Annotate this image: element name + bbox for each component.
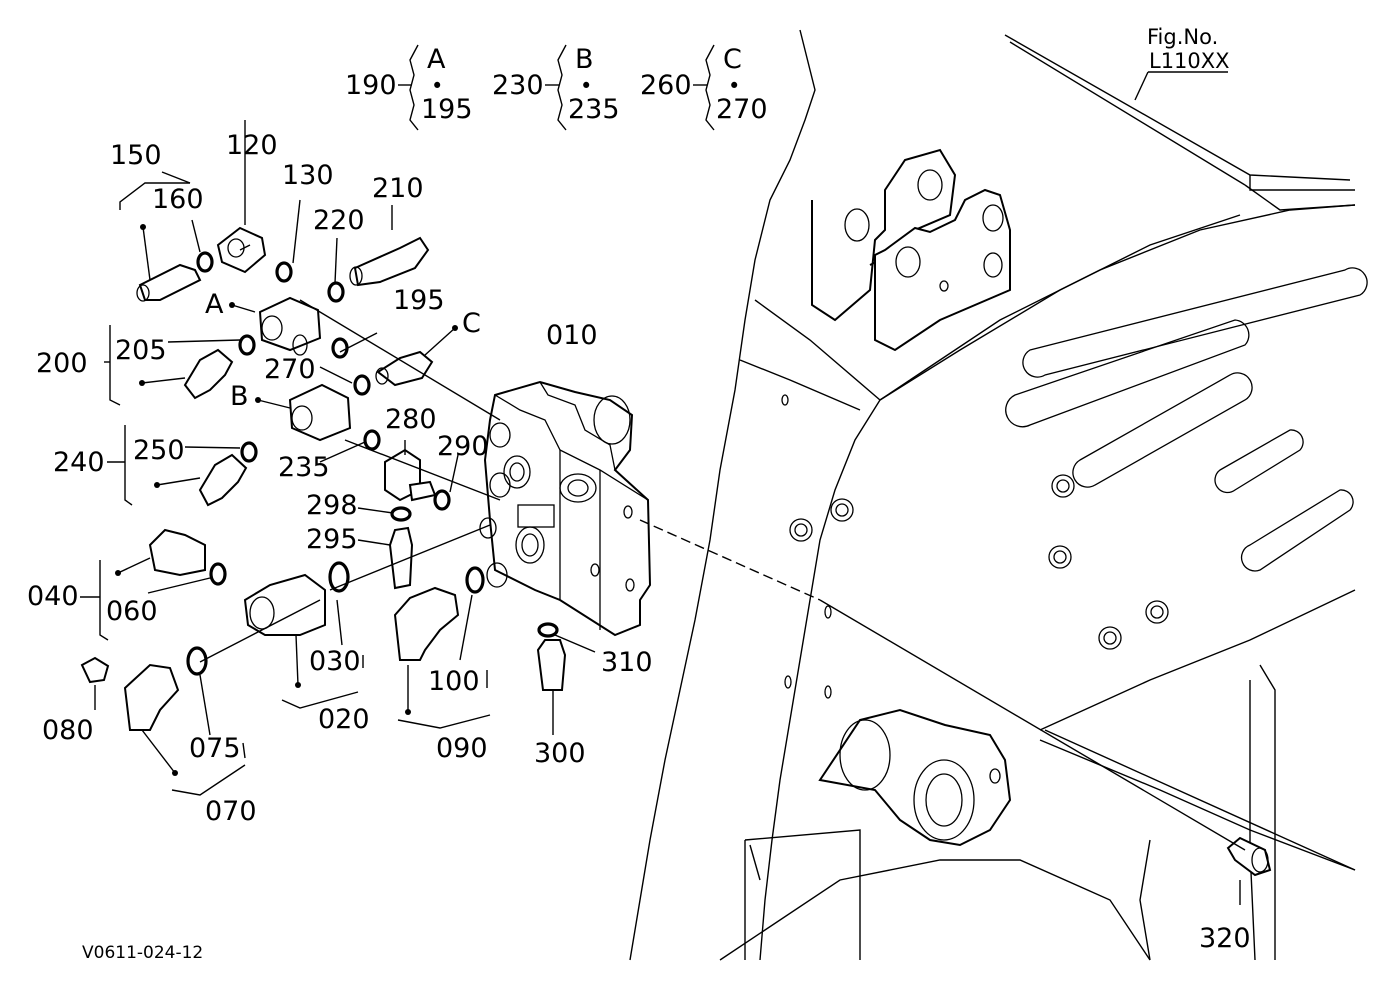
kit-group-sub: 270 <box>716 94 768 125</box>
o-ring-270 <box>353 374 371 396</box>
elbow-240 <box>198 453 248 507</box>
adapter-a <box>258 296 322 356</box>
callout-298: 298 <box>306 490 358 521</box>
kit-group-letter: B <box>575 44 594 75</box>
fig-no-value: L110XX <box>1149 49 1230 73</box>
control-valve-010 <box>479 380 652 637</box>
port-letter-c: C <box>462 308 481 339</box>
kit-group-sub: 235 <box>568 94 620 125</box>
o-ring-290 <box>433 489 451 511</box>
callout-150: 150 <box>110 140 162 171</box>
fitting-300 <box>536 639 567 691</box>
callout-270: 270 <box>264 354 316 385</box>
callout-160: 160 <box>152 184 204 215</box>
kit-group-number: 230 <box>492 70 544 101</box>
callout-040: 040 <box>27 581 79 612</box>
o-ring-250 <box>240 441 258 463</box>
o-ring-310 <box>537 622 559 638</box>
fitting-295 <box>388 526 414 590</box>
adapter-280 <box>384 448 437 502</box>
kit-group-number: 190 <box>345 70 397 101</box>
o-ring-235 <box>363 429 381 451</box>
o-ring-030 <box>328 561 350 593</box>
elbow-210 <box>349 236 430 287</box>
callout-240: 240 <box>53 447 105 478</box>
elbow-090 <box>393 586 460 661</box>
drawing-code: V0611-024-12 <box>82 943 203 963</box>
adapter-020 <box>243 573 326 636</box>
bolt-320 <box>1226 836 1272 877</box>
callout-300: 300 <box>534 738 586 769</box>
plug-080 <box>80 656 110 684</box>
elbow-040 <box>148 528 206 577</box>
o-ring-130 <box>275 261 293 283</box>
o-ring-195 <box>331 337 349 359</box>
kit-group-letter: C <box>723 44 742 75</box>
kit-group-sub: 195 <box>421 94 473 125</box>
port-letter-b: B <box>230 381 249 412</box>
o-ring-100 <box>465 566 485 594</box>
kit-group-dot: • <box>431 74 443 98</box>
kit-group-dot: • <box>580 74 592 98</box>
callout-130: 130 <box>282 160 334 191</box>
callout-200: 200 <box>36 348 88 379</box>
callout-020: 020 <box>318 704 370 735</box>
callout-250: 250 <box>133 435 185 466</box>
o-ring-075 <box>186 646 208 676</box>
elbow-c <box>375 350 434 387</box>
callout-090: 090 <box>436 733 488 764</box>
kit-group-number: 260 <box>640 70 692 101</box>
callout-220: 220 <box>313 205 365 236</box>
callout-080: 080 <box>42 715 94 746</box>
o-ring-298 <box>390 506 412 522</box>
callout-295: 295 <box>306 524 358 555</box>
loader-frame <box>629 29 1368 961</box>
fitting-150 <box>136 263 202 302</box>
callout-310: 310 <box>601 647 653 678</box>
callout-235: 235 <box>278 452 330 483</box>
callout-320: 320 <box>1199 923 1251 954</box>
elbow-070 <box>123 663 180 731</box>
o-ring-220 <box>327 281 345 303</box>
callout-010: 010 <box>546 320 598 351</box>
callout-205: 205 <box>115 335 167 366</box>
kit-group-letter: A <box>427 44 446 75</box>
callout-075: 075 <box>189 733 241 764</box>
fig-no-label: Fig.No. <box>1147 25 1218 49</box>
callout-070: 070 <box>205 796 257 827</box>
port-letter-a: A <box>205 289 224 320</box>
callout-120: 120 <box>226 130 278 161</box>
elbow-200 <box>183 348 234 400</box>
callout-210: 210 <box>372 173 424 204</box>
callout-280: 280 <box>385 404 437 435</box>
callout-290: 290 <box>437 431 489 462</box>
o-ring-205 <box>238 334 256 356</box>
kit-group-dot: • <box>728 74 740 98</box>
callout-195: 195 <box>393 285 445 316</box>
callout-030: 030 <box>309 646 361 677</box>
o-ring-160 <box>196 251 214 273</box>
o-ring-060 <box>209 562 227 586</box>
adapter-b <box>288 383 352 442</box>
callout-100: 100 <box>428 666 480 697</box>
callout-060: 060 <box>106 596 158 627</box>
leader-lines <box>80 44 1246 905</box>
